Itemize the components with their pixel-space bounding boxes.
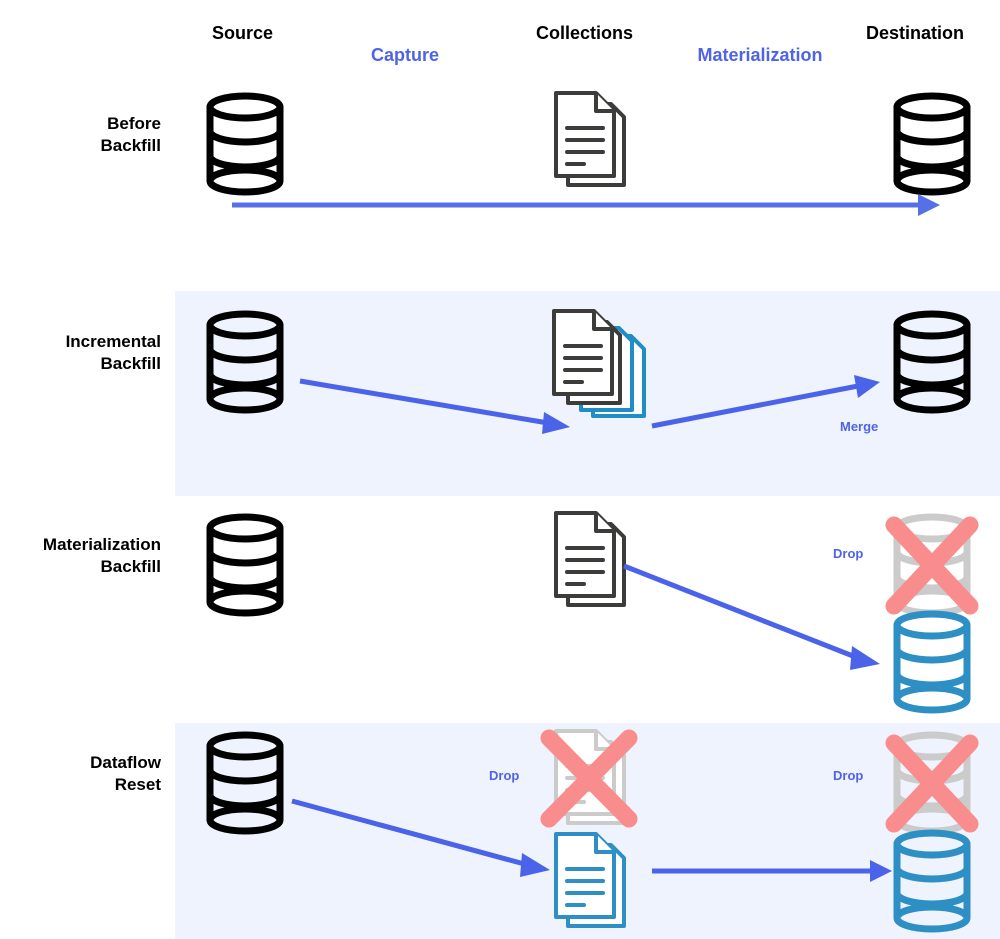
column-header-destination: Destination (865, 23, 964, 43)
x-cross-icon (885, 734, 979, 833)
arrow-right-icon (291, 798, 550, 877)
x-cross-icon (885, 516, 979, 615)
column-header-collections: Collections (535, 23, 633, 43)
database-cylinder-icon (206, 513, 284, 617)
database-cylinder-icon (206, 731, 284, 835)
row-label-line-2: Backfill (100, 136, 161, 155)
arrow-right-icon (232, 194, 940, 216)
document-page-icon-new (554, 832, 626, 928)
row-label-dataflow-reset: Dataflow Reset (0, 752, 161, 796)
annotation-drop-collection-dataflow-reset: Drop (489, 768, 520, 783)
arrow-right-icon (299, 378, 570, 434)
row-label-line-1: Dataflow (90, 753, 161, 772)
row-label-line-2: Backfill (100, 354, 161, 373)
column-header-source: Source (211, 23, 274, 43)
database-cylinder-icon-new (893, 829, 971, 933)
column-header-materialization: Materialization (697, 45, 823, 65)
row-label-incremental-backfill: Incremental Backfill (0, 331, 161, 375)
document-page-icon (554, 511, 626, 607)
document-stack-icon (552, 309, 646, 418)
row-label-line-1: Incremental (65, 332, 161, 351)
database-cylinder-icon (893, 92, 971, 196)
annotation-drop-destination-dataflow-reset: Drop (833, 768, 864, 783)
row-label-line-1: Materialization (42, 535, 161, 554)
column-header-capture: Capture (370, 45, 439, 65)
x-cross-icon (540, 729, 638, 828)
row-label-before-backfill: Before Backfill (0, 113, 161, 157)
annotation-drop-destination-materialization: Drop (833, 546, 864, 561)
database-cylinder-icon-new (893, 610, 971, 714)
annotation-merge: Merge (840, 419, 879, 434)
arrow-right-icon (651, 375, 880, 429)
row-label-line-1: Before (107, 114, 161, 133)
row-label-line-2: Backfill (100, 557, 161, 576)
database-cylinder-icon (893, 310, 971, 414)
row-label-materialization-backfill: Materialization Backfill (0, 534, 161, 578)
arrow-right-icon (623, 563, 880, 670)
document-page-icon (554, 91, 626, 187)
database-cylinder-icon (206, 310, 284, 414)
database-cylinder-icon (206, 92, 284, 196)
arrow-right-icon (652, 860, 892, 882)
row-label-line-2: Reset (114, 775, 161, 794)
